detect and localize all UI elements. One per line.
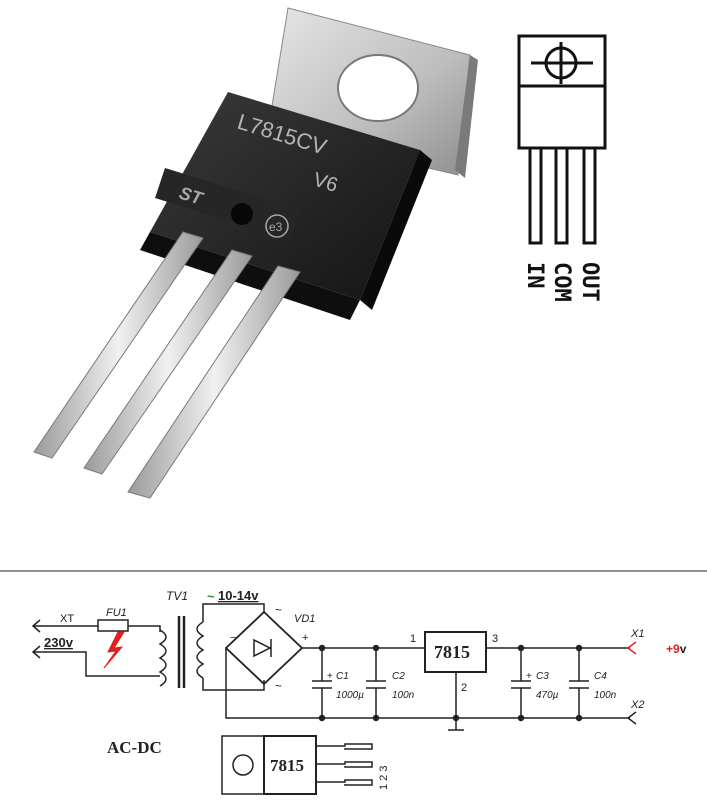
capacitor-c4	[569, 648, 589, 718]
output-terminal-x2	[626, 711, 637, 725]
hazard-lightning-icon	[103, 631, 125, 669]
bridge-diode	[253, 638, 272, 658]
lead-out	[127, 265, 301, 499]
pin-label-in: IN	[522, 262, 547, 289]
input-voltage: 230v	[44, 635, 74, 650]
c2-label: C2	[392, 671, 405, 682]
pinout-lead-com	[554, 146, 569, 245]
package-hole	[232, 754, 254, 776]
diagram-title: AC-DC	[107, 738, 162, 757]
pin3-label: 3	[492, 633, 498, 645]
package-label: 7815	[270, 756, 304, 775]
pin-label-out: OUT	[577, 262, 602, 302]
bridge-rectifier	[224, 610, 304, 686]
bridge-ac-bottom: ~	[275, 679, 282, 693]
schematic-labels: XT 230v FU1 TV1 ~ 10-14v VD1 − + ~ ~ + C…	[44, 588, 687, 757]
cert-mark-ring	[265, 214, 289, 238]
pin1-label: 1	[410, 633, 416, 645]
component-photo: L7815CV V6 ST e3	[33, 7, 478, 499]
lead-com	[83, 249, 253, 475]
ac-symbol: ~	[207, 589, 215, 604]
c4-label: C4	[594, 671, 607, 682]
package-pin-numbers: 1 2 3	[378, 766, 390, 790]
pin2-label: 2	[461, 682, 467, 694]
transformer-label: TV1	[166, 589, 188, 603]
fuse-label: FU1	[106, 607, 127, 619]
c3-value: 470µ	[536, 690, 559, 701]
x2-label: X2	[630, 699, 644, 711]
fuse	[97, 619, 129, 632]
package-tab-outline	[221, 735, 265, 795]
package-drawing	[221, 735, 373, 795]
package-body-outline	[263, 735, 317, 795]
bridge-plus: +	[302, 632, 308, 644]
schematic	[31, 603, 637, 731]
capacitor-c1	[312, 648, 332, 718]
bridge-minus: −	[230, 632, 236, 644]
c4-value: 100n	[594, 690, 617, 701]
x1-label: X1	[630, 628, 644, 640]
c3-label: C3	[536, 671, 549, 682]
c1-label: C1	[336, 671, 349, 682]
regulator-label: 7815	[434, 642, 470, 662]
pin-label-com: COM	[549, 262, 574, 302]
c2-value: 100n	[392, 690, 415, 701]
secondary-coil	[196, 621, 205, 679]
output-voltage-number: +9	[666, 642, 680, 656]
pinout-diagram: IN COM OUT	[517, 34, 607, 302]
capacitor-c2	[366, 648, 386, 718]
primary-coil	[158, 629, 167, 687]
bridge-label: VD1	[294, 613, 315, 625]
c3-plus: +	[526, 671, 532, 682]
c1-plus: +	[327, 671, 333, 682]
pinout-lead-in	[528, 146, 543, 245]
pinout-body	[517, 84, 607, 150]
input-terminal-bottom	[34, 651, 160, 677]
pinout-lead-out	[582, 146, 597, 245]
c1-value: 1000µ	[336, 690, 364, 701]
output-voltage-unit: v	[680, 642, 687, 656]
secondary-voltage: 10-14v	[218, 588, 259, 603]
ground-rail	[225, 648, 630, 719]
output-terminal-x1	[626, 641, 637, 655]
output-voltage: +9v	[666, 642, 687, 656]
capacitor-c3	[511, 648, 531, 718]
lead-in	[33, 231, 204, 459]
xt-label: XT	[60, 613, 74, 625]
cert-mark: e3	[269, 220, 283, 234]
mounting-hole	[337, 54, 419, 122]
bridge-ac-top: ~	[275, 603, 282, 617]
package-body	[150, 92, 420, 300]
